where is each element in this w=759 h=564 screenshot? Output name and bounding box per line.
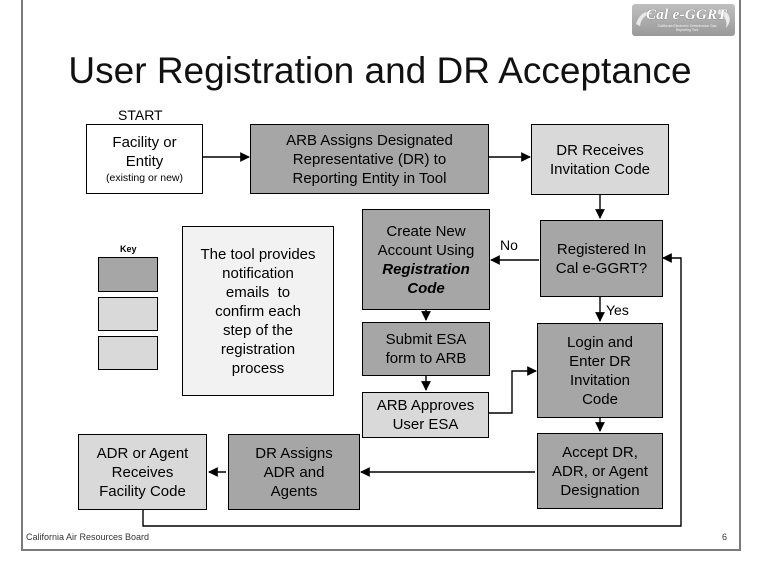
registered-line1: Registered In <box>556 240 647 258</box>
login-line1: Login and <box>567 333 633 351</box>
note-line: step of the <box>222 321 294 339</box>
registered-decision-box: Registered In Cal e-GGRT? <box>540 220 663 297</box>
notification-note-box: The tool provides notification emails to… <box>182 226 334 396</box>
arb-approves-esa-box: ARB Approves User ESA <box>362 392 489 438</box>
login-line2: Enter DR <box>569 352 631 370</box>
footer-page-number: 6 <box>722 532 728 542</box>
note-line: The tool provides <box>200 245 316 263</box>
submit-esa-line1: Submit ESA <box>385 331 467 348</box>
facility-note: (existing or new) <box>105 172 184 184</box>
arrow-approves-to-login <box>489 366 537 414</box>
facility-line1: Facility or <box>112 134 177 151</box>
note-line: process <box>231 359 285 377</box>
note-line: registration <box>220 340 296 358</box>
adr-receives-line3: Facility Code <box>99 482 186 500</box>
slide-title: User Registration and DR Acceptance <box>68 50 692 91</box>
cal-eggrt-logo: Cal e-GGRT California Electronic Greenho… <box>632 4 735 36</box>
frame-bottom-line <box>21 549 741 551</box>
arb-assigns-dr-box: ARB Assigns Designated Representative (D… <box>250 124 489 194</box>
dr-assigns-line3: Agents <box>270 482 318 500</box>
arb-assigns-line3: Reporting Entity in Tool <box>292 169 447 187</box>
logo-text: Cal e-GGRT <box>646 7 727 23</box>
login-line3: Invitation <box>569 371 631 389</box>
no-label: No <box>500 237 518 253</box>
create-account-box: Create New Account Using Registration Co… <box>362 209 490 310</box>
accept-line3: Designation <box>560 481 640 499</box>
submit-esa-box: Submit ESA form to ARB <box>362 322 490 376</box>
arb-assigns-line1: ARB Assigns Designated <box>286 131 453 149</box>
leaf-swirl-icon <box>636 10 730 28</box>
dr-receives-line2: Invitation Code <box>549 160 651 178</box>
footer-organization: California Air Resources Board <box>26 532 150 542</box>
dr-assigns-line2: ADR and <box>263 463 325 481</box>
dr-receives-line1: DR Receives <box>556 141 644 159</box>
login-line4: Code <box>582 390 618 408</box>
note-line: notification <box>222 264 294 282</box>
create-account-line4: Code <box>407 279 445 297</box>
adr-receives-line1: ADR or Agent <box>96 444 189 462</box>
login-enter-code-box: Login and Enter DR Invitation Code <box>537 323 663 418</box>
submit-esa-line2: form to ARB <box>385 350 467 367</box>
key-swatch-dark <box>98 257 158 292</box>
facility-line2: Entity <box>125 153 164 170</box>
create-account-line3: Registration <box>382 260 470 278</box>
arb-assigns-line2: Representative (DR) to <box>292 150 447 168</box>
dr-receives-code-box: DR Receives Invitation Code <box>531 124 669 195</box>
key-title: Key <box>120 244 137 254</box>
arb-approves-line2: User ESA <box>392 416 459 433</box>
dr-assigns-line1: DR Assigns <box>255 444 333 462</box>
accept-line2: ADR, or Agent <box>552 462 648 480</box>
frame-left-line <box>21 0 23 551</box>
arb-approves-line1: ARB Approves <box>376 397 475 414</box>
arrow-adr-loop-to-registered <box>142 253 682 527</box>
dr-assigns-adr-box: DR Assigns ADR and Agents <box>228 434 360 510</box>
create-account-line2: Account Using <box>377 241 475 259</box>
adr-receives-code-box: ADR or Agent Receives Facility Code <box>78 434 207 510</box>
facility-entity-box: Facility or Entity (existing or new) <box>86 124 203 194</box>
adr-receives-line2: Receives <box>111 463 174 481</box>
key-swatch-light-2 <box>98 336 158 370</box>
accept-line1: Accept DR, <box>562 443 638 461</box>
start-label: START <box>118 107 163 123</box>
key-swatch-light <box>98 297 158 331</box>
yes-label: Yes <box>606 302 629 318</box>
frame-right-line <box>739 0 741 551</box>
create-account-line1: Create New <box>386 222 466 240</box>
registered-line2: Cal e-GGRT? <box>555 259 648 277</box>
note-line: confirm each <box>215 302 301 320</box>
logo-tagline: California Electronic Greenhouse Gas Rep… <box>657 24 717 32</box>
note-line: emails to <box>225 283 291 301</box>
accept-designation-box: Accept DR, ADR, or Agent Designation <box>537 433 663 509</box>
